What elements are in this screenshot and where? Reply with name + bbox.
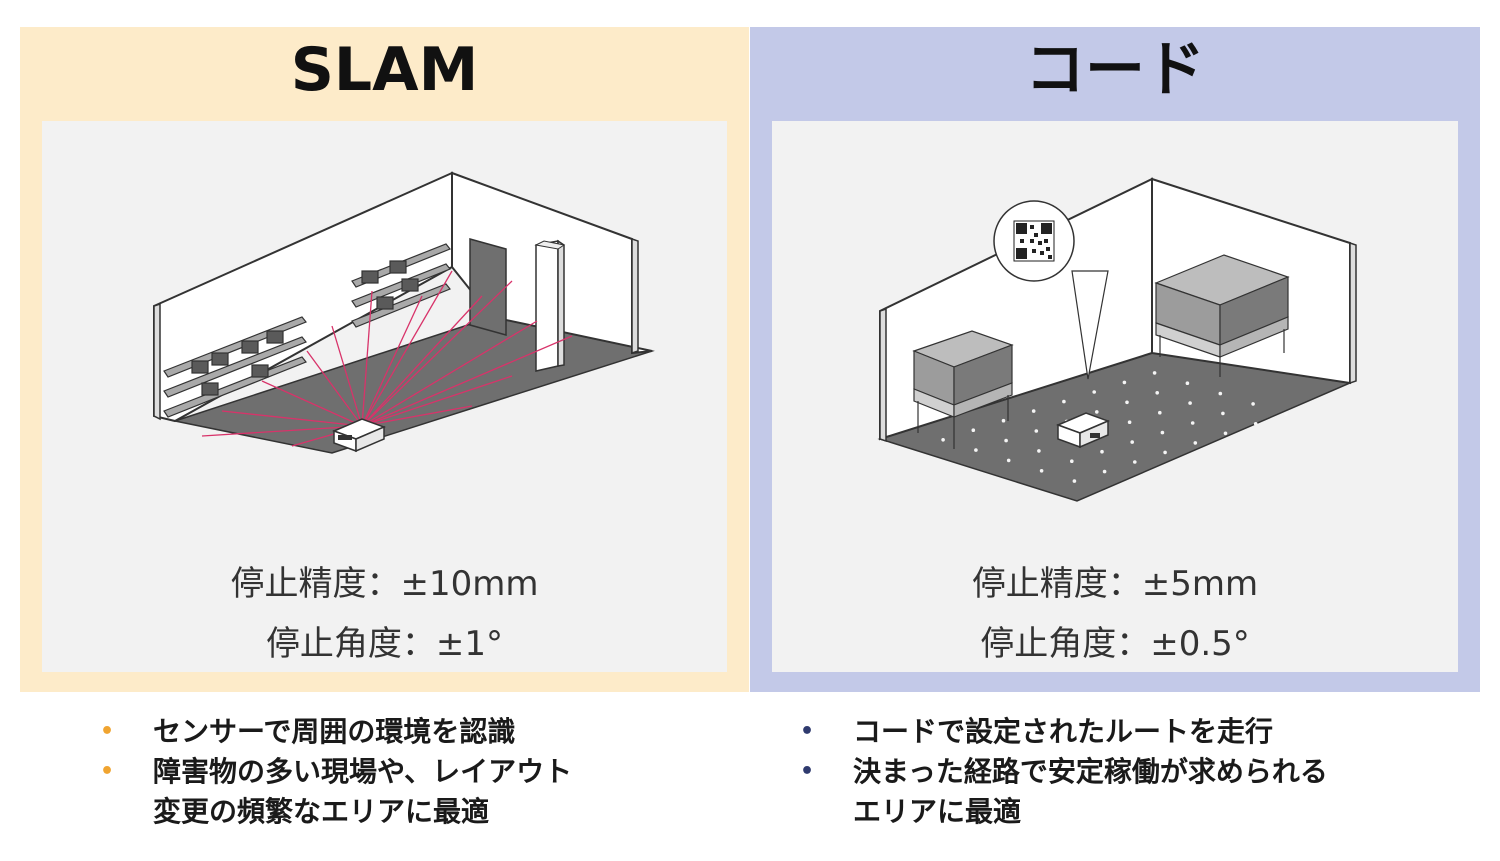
floor-code-marker <box>1221 411 1225 416</box>
bullet-dot-icon: • <box>800 759 815 784</box>
floor-code-marker <box>1218 391 1223 396</box>
slam-card: 停止精度：±10mm 停止角度：±1° <box>42 121 727 672</box>
floor-code-marker <box>1070 459 1074 464</box>
floor-code-marker <box>1006 458 1011 463</box>
floor-code-marker <box>1284 412 1288 417</box>
slam-robot <box>331 418 387 453</box>
floor-code-marker <box>1127 420 1132 425</box>
slam-bullet-list: •センサーで周囲の環境を認識 •障害物の多い現場や、レイアウト 変更の頻繁なエリ… <box>100 712 572 832</box>
slam-panel: SLAM <box>20 27 749 692</box>
code-card: 停止精度：±5mm 停止角度：±0.5° <box>772 121 1458 672</box>
floor-code-marker <box>1163 450 1167 455</box>
floor-code-marker <box>1155 391 1159 395</box>
floor-code-marker <box>1158 410 1162 415</box>
floor-code-marker <box>1037 449 1041 453</box>
floor-code-marker <box>1253 422 1258 426</box>
slam-warehouse-illustration <box>153 171 655 454</box>
floor-code-marker <box>1039 469 1044 473</box>
bullet-dot-icon: • <box>100 719 115 744</box>
list-item: •決まった経路で安定稼働が求められる エリアに最適 <box>800 752 1328 832</box>
bullet-dot-icon: • <box>100 759 115 784</box>
code-rack-right <box>1154 254 1290 377</box>
floor-code-marker <box>1100 449 1104 454</box>
floor-code-marker <box>1190 421 1195 425</box>
code-stop-angle: 停止角度：±0.5° <box>980 624 1250 664</box>
slam-shelf-right <box>351 243 451 328</box>
floor-code-marker <box>1125 400 1129 405</box>
floor-code-marker <box>1152 371 1157 375</box>
code-floor-markers <box>941 371 1288 483</box>
code-qr-callout <box>993 200 1109 380</box>
slam-title: SLAM <box>290 35 479 105</box>
code-title: コード <box>1025 35 1205 105</box>
floor-code-marker <box>1188 401 1192 405</box>
slam-laser-lines <box>201 270 573 447</box>
code-robot <box>1055 412 1111 449</box>
floor-code-marker <box>1130 440 1134 444</box>
qr-code-icon <box>1013 220 1055 262</box>
floor-code-marker <box>1092 390 1096 394</box>
slam-stop-angle: 停止角度：±1° <box>265 624 504 664</box>
code-stop-accuracy: 停止精度：±5mm <box>971 564 1259 604</box>
floor-code-marker <box>1102 469 1107 474</box>
floor-code-marker <box>1133 460 1137 464</box>
floor-code-marker <box>1095 410 1099 414</box>
floor-code-marker <box>941 438 945 442</box>
slam-pillar <box>534 239 566 372</box>
floor-code-marker <box>1004 438 1008 443</box>
slam-stop-accuracy: 停止精度：±10mm <box>230 564 539 604</box>
floor-code-marker <box>1034 429 1039 433</box>
bullet-dot-icon: • <box>800 719 815 744</box>
list-item: •障害物の多い現場や、レイアウト 変更の頻繁なエリアに最適 <box>100 752 572 832</box>
list-item: •コードで設定されたルートを走行 <box>800 712 1328 752</box>
floor-code-marker <box>1193 441 1198 445</box>
floor-code-marker <box>1185 381 1190 386</box>
floor-code-marker <box>1062 399 1066 404</box>
slam-door <box>469 238 507 336</box>
floor-code-marker <box>971 428 976 433</box>
floor-code-marker <box>1122 380 1127 385</box>
floor-code-marker <box>1160 430 1165 435</box>
floor-code-marker <box>1001 418 1006 423</box>
code-panel: コード <box>750 27 1480 692</box>
floor-code-marker <box>1251 402 1255 406</box>
code-bullet-list: •コードで設定されたルートを走行 •決まった経路で安定稼働が求められる エリアに… <box>800 712 1328 832</box>
list-item: •センサーで周囲の環境を認識 <box>100 712 572 752</box>
floor-code-marker <box>1031 409 1036 413</box>
floor-code-marker <box>1072 479 1077 483</box>
slam-shelf-left <box>163 316 307 418</box>
floor-code-marker <box>974 448 978 452</box>
code-rack-left <box>912 330 1014 449</box>
code-warehouse-illustration <box>877 177 1357 502</box>
floor-code-marker <box>1223 431 1228 436</box>
